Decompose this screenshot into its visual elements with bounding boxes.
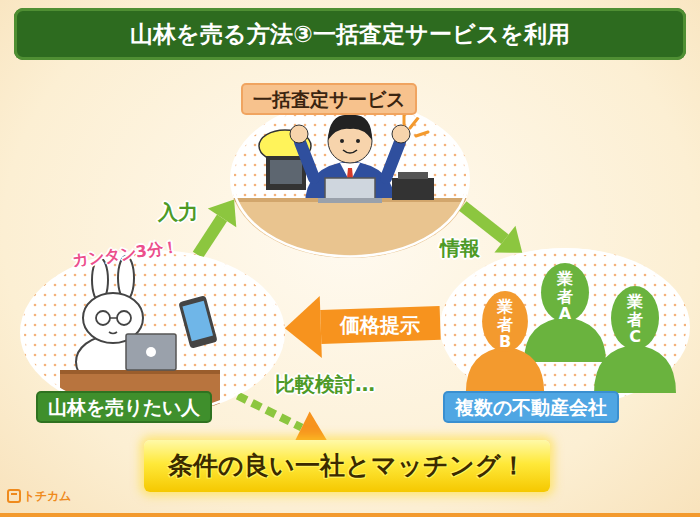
arrow-shaft: [198, 218, 222, 255]
companies-ellipse: 複数の不動産会社業者B業者A業者C: [440, 248, 690, 406]
company-silhouette: 業者C: [590, 285, 680, 393]
company-name: 業者B: [497, 298, 513, 351]
company-name: 業者A: [557, 270, 573, 323]
seller-ellipse: 山林を売りたい人: [20, 250, 285, 415]
arrow-head: [285, 296, 322, 358]
result-band: 条件の良い一社とマッチング！: [144, 440, 550, 492]
result-text: 条件の良い一社とマッチング！: [168, 440, 526, 492]
operator-figure: [230, 112, 470, 268]
person-body: [594, 345, 676, 393]
arrow-head: [294, 411, 327, 443]
title-bar: 山林を売る方法③一括査定サービスを利用: [14, 8, 686, 60]
logo-icon: [8, 490, 20, 502]
note-text: カンタン3分！: [71, 237, 180, 273]
connector: [285, 296, 440, 358]
connector: [238, 396, 327, 444]
edge-label: 価格提示: [337, 313, 423, 337]
title-text: 山林を売る方法③一括査定サービスを利用: [14, 8, 686, 60]
ellipse-outline: [230, 100, 470, 258]
ellipse-fill: [440, 248, 690, 406]
service-ellipse: 一括査定サービス: [230, 100, 470, 258]
edge-label: 情報: [440, 236, 480, 260]
person-head: [541, 263, 589, 322]
bottom-strip: [0, 513, 700, 517]
arrow-head: [208, 199, 236, 227]
arrow-head: [494, 226, 522, 253]
person-body: [524, 317, 606, 362]
service-tag: 一括査定サービス: [243, 85, 415, 113]
seller-tag: 山林を売りたい人: [38, 393, 210, 421]
logo-text: トチカム: [23, 489, 71, 503]
person-head: [482, 291, 528, 352]
ellipse-outline: [23, 252, 283, 414]
ellipse-outline: [232, 102, 467, 257]
companies-tag: 複数の不動産会社: [445, 393, 617, 421]
person-head: [611, 286, 659, 350]
ellipse-outline: [443, 250, 688, 405]
ellipse-outline: [20, 250, 285, 415]
connector: [198, 199, 236, 255]
arrow-shaft: [463, 206, 505, 239]
company-silhouette: 業者A: [520, 262, 610, 362]
company-name: 業者C: [627, 293, 643, 346]
edge-label: 入力: [158, 200, 198, 224]
edge-label: 比較検討…: [275, 372, 375, 396]
company-silhouette: 業者B: [462, 290, 548, 393]
arrow-shaft: [238, 396, 302, 428]
